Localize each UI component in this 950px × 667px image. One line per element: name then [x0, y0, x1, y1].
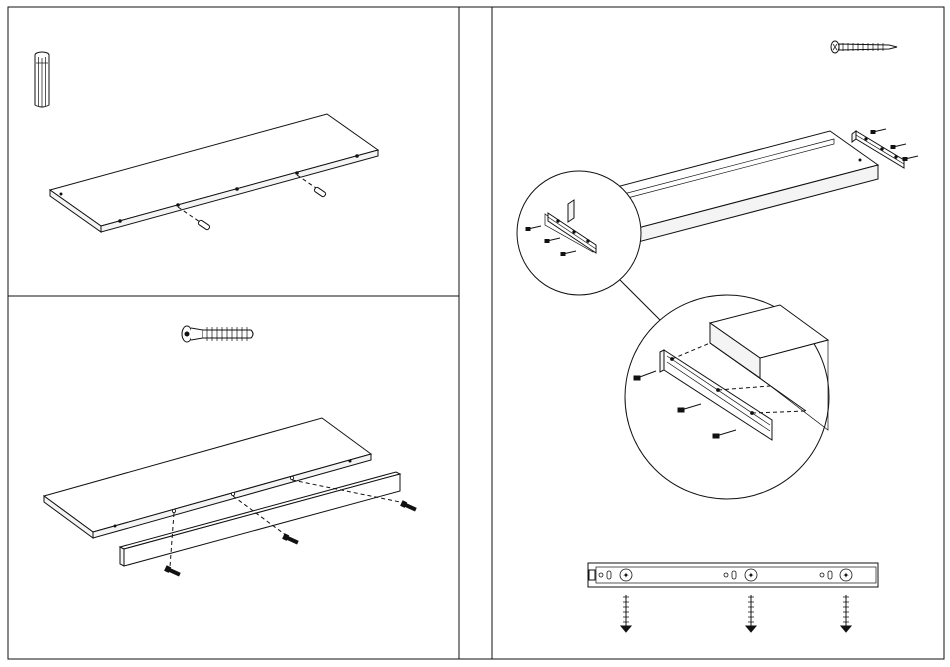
step-edge-strip: [44, 326, 416, 577]
wood-screw-icon: [831, 41, 897, 53]
detail-view-small: [517, 171, 641, 295]
runner-mounting-screw: [841, 595, 851, 632]
svg-text:✦: ✦: [843, 571, 850, 580]
runner-mounting-screw: [621, 595, 631, 632]
runner-screw: [891, 144, 906, 149]
runner-screw: [903, 156, 918, 161]
step-drawer-slide: ✦ ✦ ✦: [517, 41, 918, 632]
wooden-dowel-icon: [35, 52, 49, 107]
shelf-panel: [50, 114, 378, 232]
runner-elevation: ✦ ✦ ✦: [588, 563, 878, 587]
shelf-panel-with-front-strip: [44, 418, 400, 566]
detail-view-large: [625, 295, 829, 499]
svg-text:✦: ✦: [748, 571, 755, 580]
svg-text:✦: ✦: [623, 571, 630, 580]
detail-leader-line: [620, 280, 660, 320]
dowel-fastener: [178, 207, 210, 230]
cam-bolt-icon: [182, 326, 253, 342]
dowel-fastener: [297, 175, 326, 197]
step-dowel-insertion: [35, 52, 378, 232]
runner-screw: [871, 129, 886, 134]
runner-mounting-screw: [746, 595, 756, 632]
